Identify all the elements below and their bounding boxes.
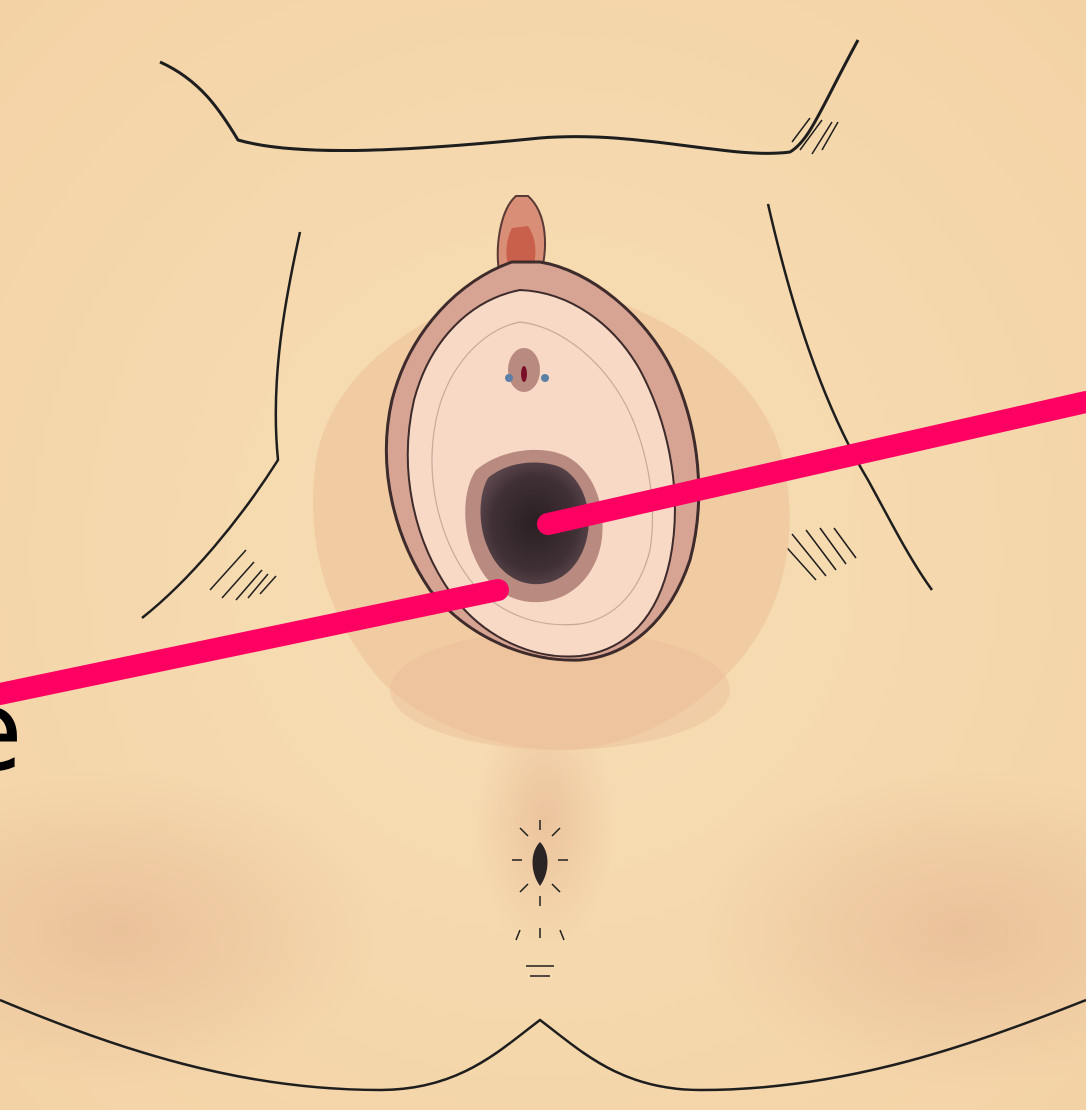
urethral-probe-right: [541, 374, 549, 382]
urethral-probe-left: [505, 374, 513, 382]
urethral-meatus: [521, 366, 527, 382]
cut-off-label-fragment: e: [0, 676, 23, 788]
